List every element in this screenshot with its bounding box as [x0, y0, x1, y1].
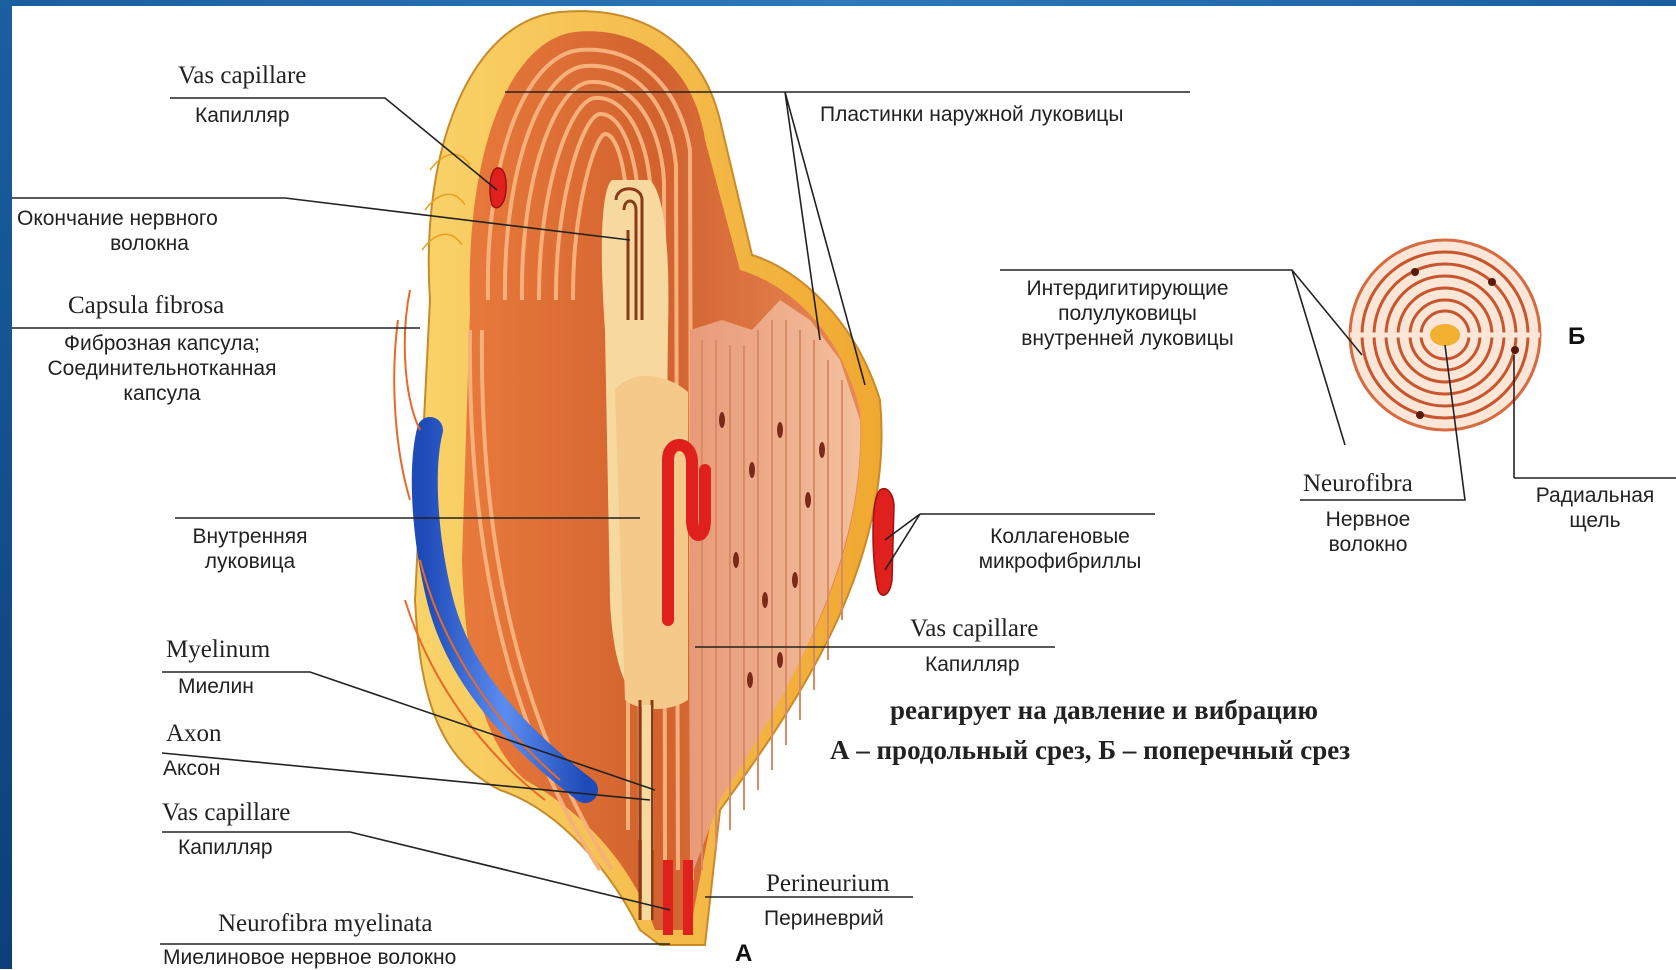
label-radial-slit-1: Радиальная [1525, 484, 1665, 508]
label-nerve-ending-1: Окончание нервного [17, 207, 218, 231]
label-kapillyar-top: Капилляр [195, 104, 290, 128]
label-capsula-3: капсула [17, 382, 307, 406]
axon [642, 705, 651, 920]
label-nerve-ending-2: волокна [17, 232, 282, 256]
label-inner-bulb-2: луковица [175, 550, 325, 574]
label-kapillyar-bottom: Капилляр [178, 836, 273, 860]
label-capsula-1: Фиброзная капсула; [17, 332, 307, 356]
label-capsula-2: Соединительнотканная [17, 357, 307, 381]
capillary-right [873, 489, 894, 595]
caption-line-2: А – продольный срез, Б – поперечный срез [830, 735, 1350, 766]
capillary-top [490, 168, 506, 208]
cross-section-axon [1430, 324, 1460, 346]
label-myelin-nerve-fiber: Миелиновое нервное волокно [163, 946, 456, 970]
label-kapillyar-mid: Капилляр [925, 653, 1020, 677]
corpuscle-cross-section [1350, 240, 1540, 430]
label-perineurium: Perineurium [766, 870, 890, 898]
label-radial-slit-2: щель [1525, 509, 1665, 533]
label-interdigitating-2: полулуковицы [995, 302, 1260, 326]
label-perinevriy: Периневрий [764, 907, 884, 931]
label-nervnoe-2: волокно [1303, 533, 1433, 557]
label-myelinum: Myelinum [166, 636, 270, 664]
label-collagen-2: микрофибриллы [960, 550, 1160, 574]
label-interdigitating-3: внутренней луковицы [995, 327, 1260, 351]
label-neurofibra-myelinata: Neurofibra myelinata [218, 910, 433, 938]
label-nervnoe-1: Нервное [1303, 508, 1433, 532]
label-vas-capillare-bottom: Vas capillare [162, 799, 290, 827]
label-capsula-fibrosa: Capsula fibrosa [68, 292, 224, 320]
letter-a: А [735, 940, 752, 968]
label-outer-plates: Пластинки наружной луковицы [820, 103, 1123, 127]
label-vas-capillare-top: Vas capillare [178, 62, 306, 90]
letter-b: Б [1568, 323, 1585, 351]
label-inner-bulb-1: Внутренняя [175, 525, 325, 549]
label-akson: Аксон [163, 757, 220, 781]
label-vas-capillare-mid: Vas capillare [910, 615, 1038, 643]
label-mielin: Миелин [178, 675, 254, 699]
corpuscle-longitudinal-section [394, 11, 894, 945]
label-collagen-1: Коллагеновые [960, 525, 1160, 549]
caption-line-1: реагирует на давление и вибрацию [890, 695, 1318, 726]
label-interdigitating-1: Интердигитирующие [995, 277, 1260, 301]
inner-bulb-cut [615, 376, 688, 709]
label-neurofibra: Neurofibra [1303, 470, 1413, 498]
label-axon: Axon [166, 720, 222, 748]
